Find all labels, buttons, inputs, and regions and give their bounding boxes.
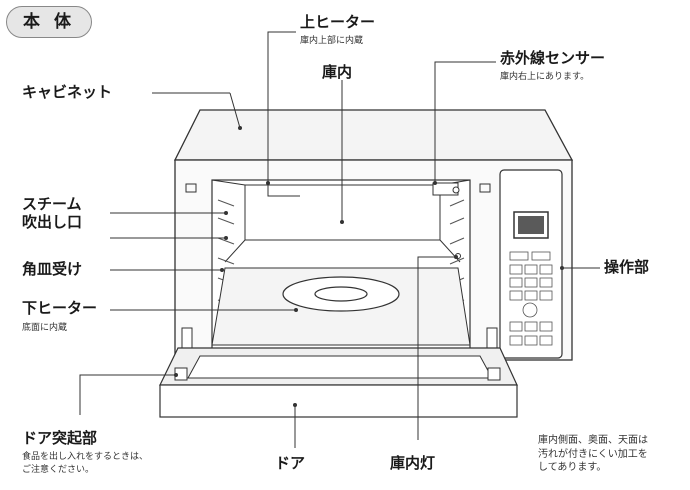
leader-lines [79,31,600,448]
coating-note-line-3: してあります。 [538,462,607,473]
coating-note-line-2: 汚れが付きにくい加工を [538,448,648,460]
label-door-protrusion: ドア突起部 [22,429,98,447]
display-screen [518,216,544,234]
right-door-protrusion [487,367,501,381]
title-badge: 本 体 [6,6,92,38]
label-ir-sensor: 赤外線センサー [500,49,606,67]
door-outer [159,384,518,418]
control-buttons [509,251,553,346]
label-cavity: 庫内 [322,63,353,81]
label-upper-heater: 上ヒーター [300,13,376,31]
ir-sensor [452,186,460,194]
heater-center [314,286,368,302]
cabinet-top [173,109,574,161]
label-interior-light: 庫内灯 [390,454,436,472]
label-control-panel: 操作部 [604,258,650,276]
left-latch-hole [185,183,197,193]
coating-note-line-1: 庫内側面、奥面、天面は [538,435,648,446]
start-dial [522,302,538,318]
label-ir-sensor-note: 庫内右上にあります。 [500,72,590,82]
right-latch-hole [479,183,491,193]
label-lower-heater: 下ヒーター [22,299,98,317]
label-steam-outlet-2: 吹出し口 [22,213,83,231]
label-lower-heater-note: 底面に内蔵 [22,323,68,333]
label-door-protrusion-note-1: 食品を出し入れをするときは、 [22,452,149,462]
door-window [187,355,493,379]
label-door: ドア [275,454,306,472]
coating-note: 庫内側面、奥面、天面は 汚れが付きにくい加工を してあります。 [538,434,686,475]
label-cabinet: キャビネット [22,83,113,101]
label-tray-holder: 角皿受け [22,260,83,278]
leader-dots [174,126,564,407]
label-steam-outlet-1: スチーム [22,195,82,213]
label-upper-heater-note: 庫内上部に内蔵 [300,36,364,46]
label-door-protrusion-note-2: ご注意ください。 [22,465,95,475]
